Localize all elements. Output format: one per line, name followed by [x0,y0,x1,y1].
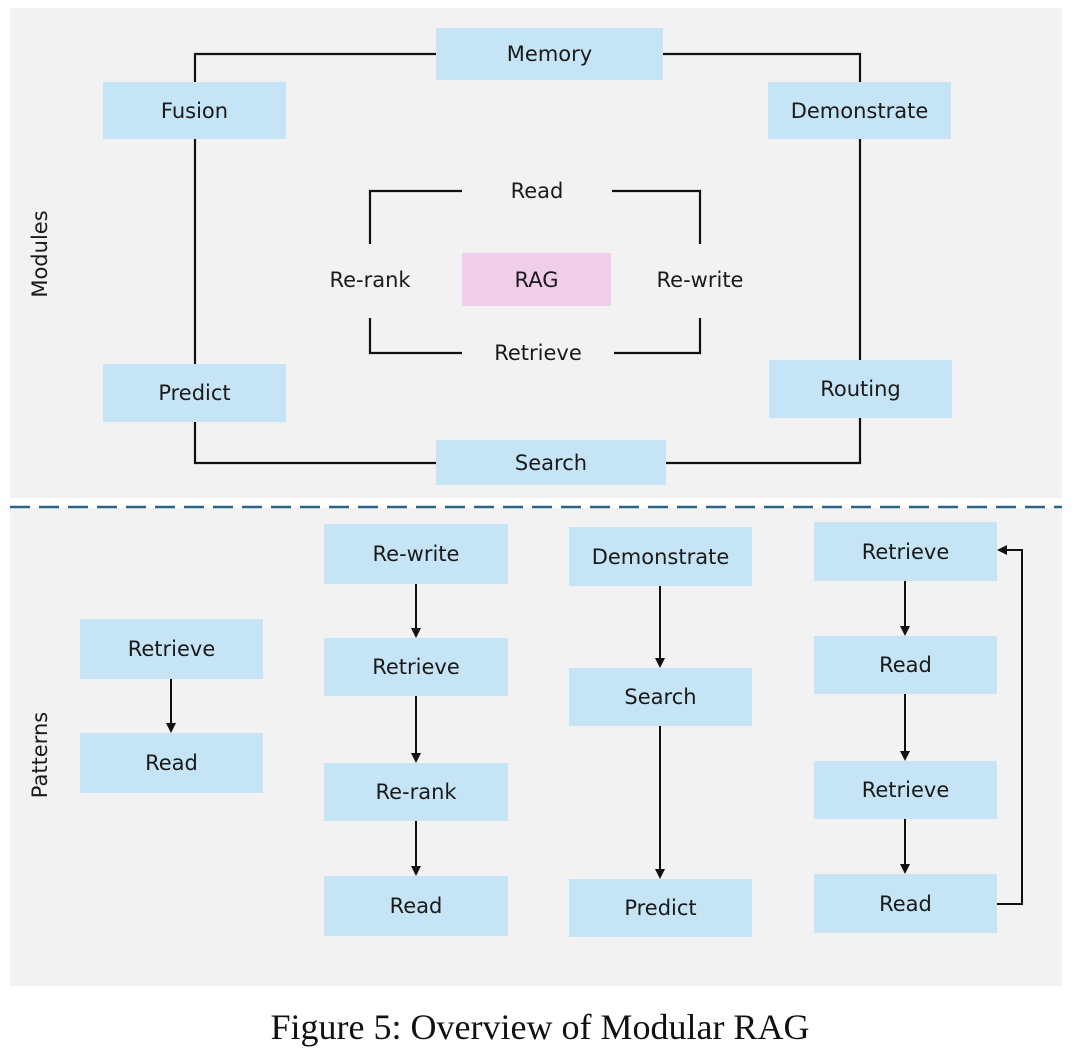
pattern1-step1: Retrieve [80,619,263,679]
pattern4-step2: Read [814,636,997,694]
pattern2-step4: Read [324,876,508,936]
inner-read: Read [510,179,564,203]
module-fusion: Fusion [103,82,286,139]
module-search: Search [436,440,666,485]
pattern-arrows [166,545,1023,905]
pattern3-step3: Predict [569,879,752,937]
pattern2-step2: Retrieve [324,638,508,696]
pattern3-step1: Demonstrate [569,527,752,586]
pattern2-step3: Re-rank [324,763,508,821]
pattern3-step2: Search [569,668,752,726]
pattern1-step2: Read [80,733,263,793]
inner-rerank: Re-rank [329,268,411,292]
rag-core: RAG [462,253,611,306]
pattern4-step3: Retrieve [814,761,997,819]
arrow-p4-loop [997,545,1023,905]
inner-rewrite: Re-write [656,268,744,292]
module-routing: Routing [769,360,952,418]
inner-bracket-lines [368,189,702,355]
figure-caption: Figure 5: Overview of Modular RAG [270,1007,810,1047]
module-memory: Memory [436,28,663,80]
modules-label: Modules [28,210,52,298]
outer-loop-lines [193,52,862,465]
pattern4-step4: Read [814,874,997,933]
module-demonstrate: Demonstrate [768,82,951,139]
pattern2-step1: Re-write [324,524,508,584]
patterns-label: Patterns [28,711,52,799]
pattern4-step1: Retrieve [814,522,997,581]
inner-retrieve: Retrieve [494,341,582,365]
module-predict: Predict [103,364,286,422]
